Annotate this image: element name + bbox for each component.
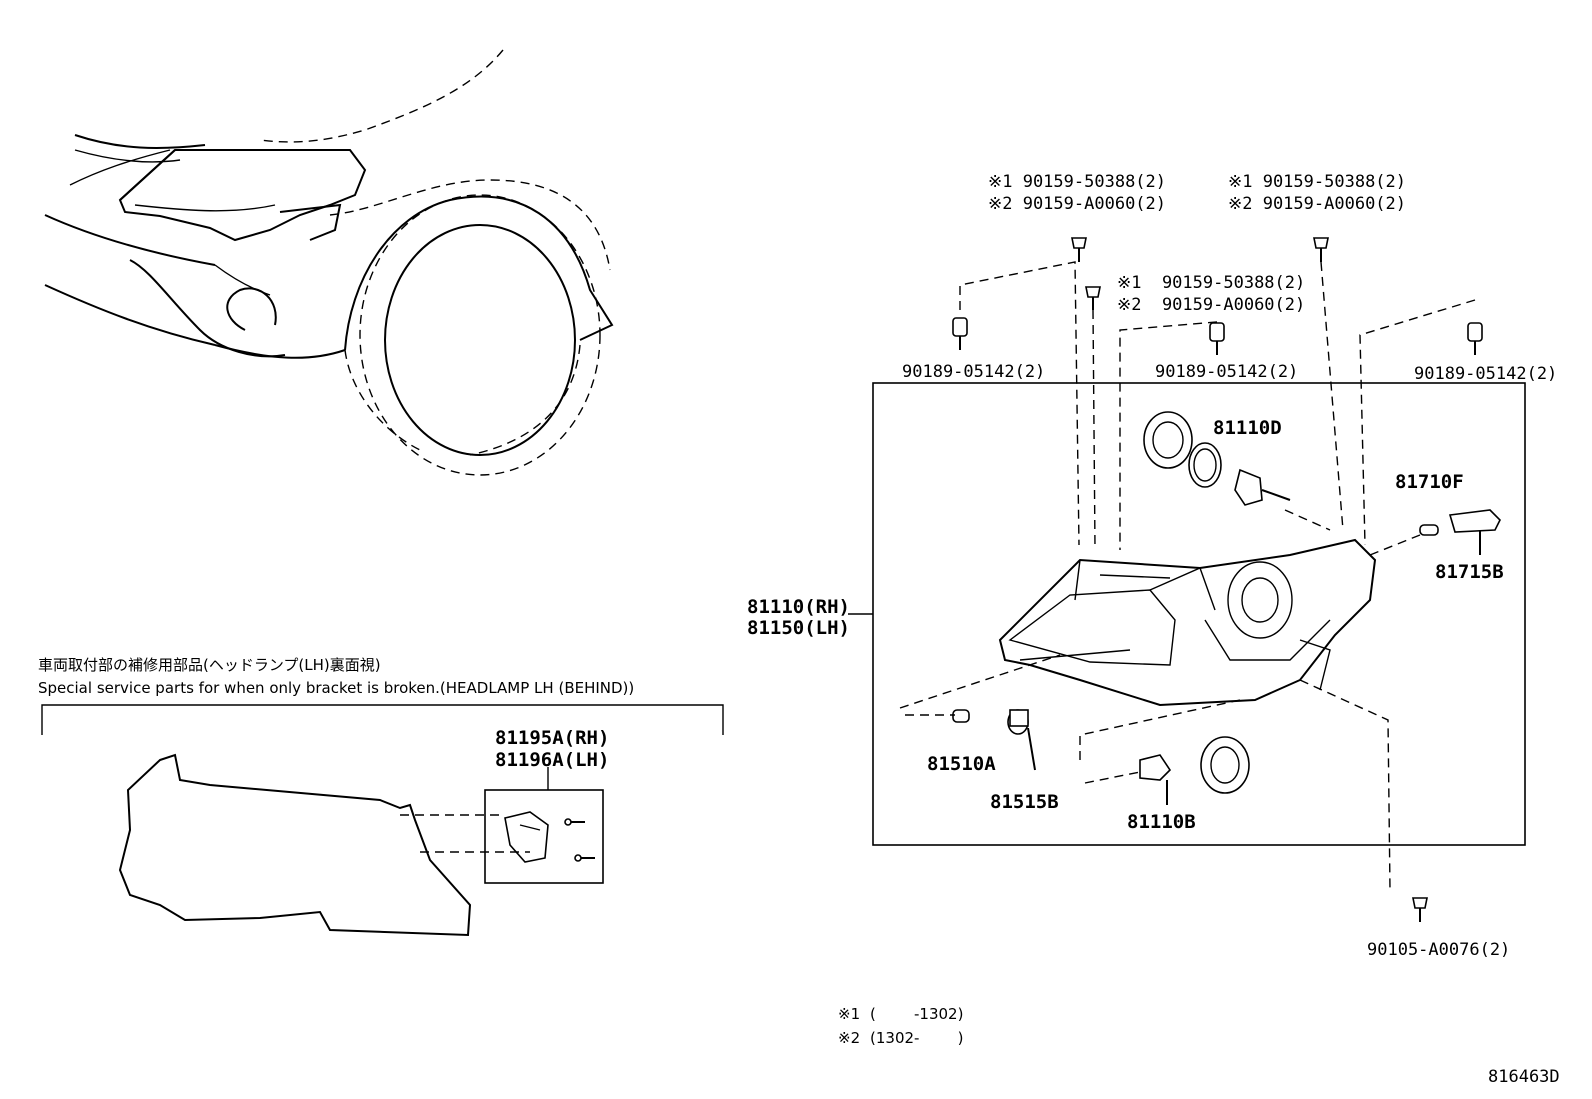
bolt-label-middle-2: ※2 90159-A0060(2) [1117, 295, 1306, 315]
special-service-en-title: Special service parts for when only brac… [38, 679, 635, 697]
headlamp-lh-label: 81150(LH) [747, 617, 850, 639]
bolt-label-upper-left-1: ※1 90159-50388(2) [988, 172, 1167, 192]
bracket-rh-label: 81195A(RH) [495, 727, 610, 749]
part-label-81110D: 81110D [1213, 417, 1282, 439]
clip-label-middle: 90189-05142(2) [1155, 362, 1299, 382]
note-1-text: ( -1302) [870, 1005, 964, 1023]
clip-icon [1467, 322, 1483, 355]
note-2-mark: ※2 [838, 1029, 861, 1047]
illustration-code: 816463D [1488, 1067, 1560, 1087]
screw-icon [1412, 897, 1428, 922]
part-label-81715B: 81715B [1435, 561, 1504, 583]
bulb-81510A [952, 709, 970, 723]
clip-icon [952, 317, 968, 350]
screw-label-bottom: 90105-A0076(2) [1367, 940, 1511, 960]
note-1-mark: ※1 [838, 1005, 861, 1023]
part-label-81515B: 81515B [990, 791, 1059, 813]
bulb-socket-81110D [1143, 411, 1291, 506]
bolt-icon [1313, 237, 1329, 262]
socket-81715B [1448, 509, 1501, 555]
bolt-label-middle-1: ※1 90159-50388(2) [1117, 273, 1306, 293]
bolt-icon [1071, 237, 1087, 262]
note-2-text: (1302- ) [870, 1029, 964, 1047]
bulb-81110B [1139, 736, 1250, 805]
bolt-label-upper-right-1: ※1 90159-50388(2) [1228, 172, 1407, 192]
part-label-81510A: 81510A [927, 753, 996, 775]
socket-81515B [1007, 709, 1036, 771]
screw-icon [574, 854, 595, 862]
clip-icon [1209, 322, 1225, 355]
bracket-kit-box [484, 789, 604, 884]
bulb-81710F [1419, 524, 1439, 536]
clip-label-left: 90189-05142(2) [902, 362, 1046, 382]
part-label-81110B: 81110B [1127, 811, 1196, 833]
vehicle-front-illustration [44, 49, 614, 476]
part-label-81710F: 81710F [1395, 471, 1464, 493]
bolt-label-upper-left-2: ※2 90159-A0060(2) [988, 194, 1167, 214]
bracket-icon [504, 811, 549, 863]
screw-icon [564, 818, 585, 826]
headlamp-rh-label: 81110(RH) [747, 596, 850, 618]
bolt-icon [1085, 286, 1101, 310]
headlamp-assembly-drawing [998, 538, 1377, 707]
bolt-label-upper-right-2: ※2 90159-A0060(2) [1228, 194, 1407, 214]
clip-label-right: 90189-05142(2) [1414, 364, 1558, 384]
special-service-jp-title: 車両取付部の補修用部品(ヘッドランプ(LH)裏面視) [38, 656, 381, 674]
headlamp-lh-rear-outline [118, 753, 472, 937]
bracket-lh-label: 81196A(LH) [495, 749, 610, 771]
